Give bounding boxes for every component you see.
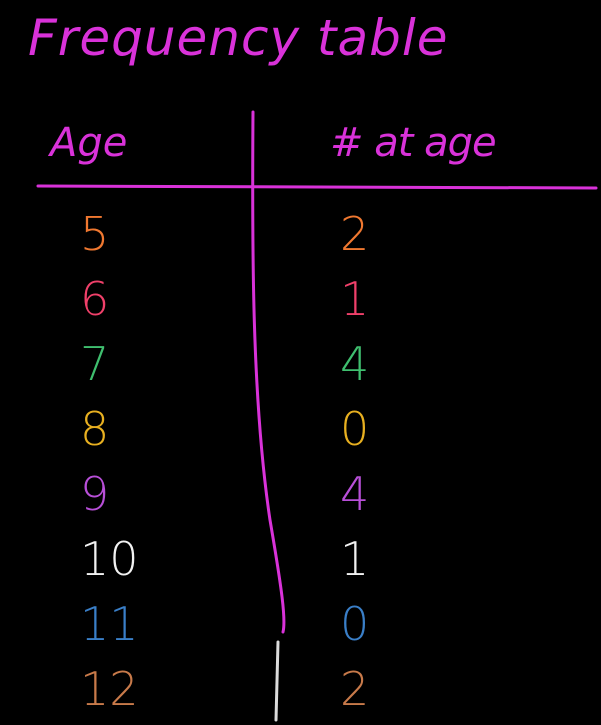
column-divider-lower	[274, 640, 280, 722]
column-header-age: Age	[50, 120, 128, 166]
count-cell: 4	[340, 337, 370, 391]
age-cell: 7	[80, 337, 110, 391]
count-cell: 0	[340, 402, 370, 456]
age-cell: 10	[80, 532, 139, 586]
age-cell: 9	[80, 467, 110, 521]
page-title: Frequency table	[28, 9, 449, 67]
count-cell: 2	[340, 662, 370, 716]
count-cell: 0	[340, 597, 370, 651]
count-cell: 2	[340, 207, 370, 261]
age-cell: 12	[80, 662, 139, 716]
count-cell: 1	[340, 272, 370, 326]
column-header-count: # at age	[330, 120, 497, 166]
age-cell: 5	[80, 207, 110, 261]
header-underline	[36, 184, 598, 190]
age-cell: 11	[80, 597, 139, 651]
count-cell: 4	[340, 467, 370, 521]
age-cell: 8	[80, 402, 110, 456]
age-cell: 6	[80, 272, 110, 326]
count-cell: 1	[340, 532, 370, 586]
column-divider	[251, 110, 286, 634]
